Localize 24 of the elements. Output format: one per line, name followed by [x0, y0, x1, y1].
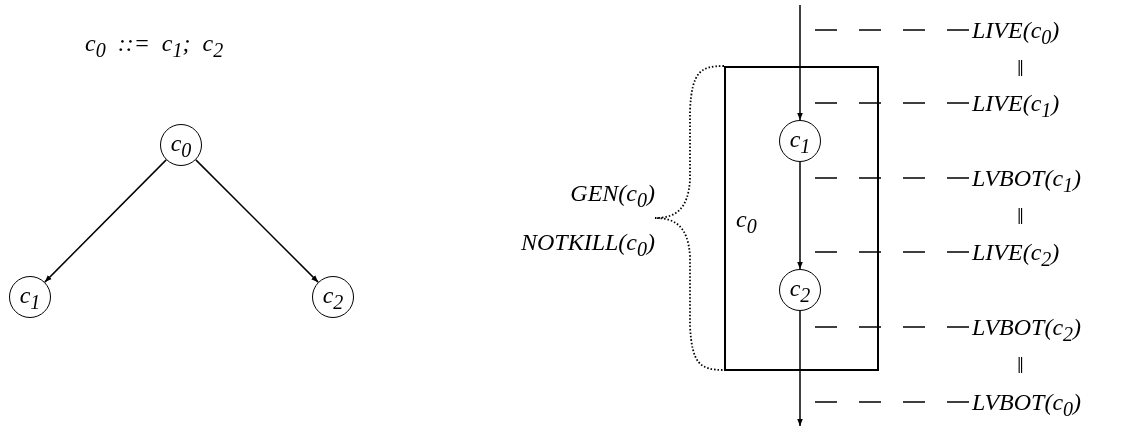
arrow [195, 159, 319, 283]
block-box [724, 66, 879, 371]
circle-node: c$_{1}$ [779, 120, 821, 162]
circle-node: c$_{0}$ [160, 124, 202, 166]
annotation-text: LVBOT(c$_{2}$) [972, 314, 1082, 340]
arrow [44, 159, 167, 283]
arrow [797, 4, 803, 121]
formula-text: c$_{0}$ ::= c$_{1}$; c$_{2}$ [85, 30, 224, 56]
annotation-text: GEN(c$_{0}$) [570, 180, 655, 206]
box-label: c$_{0}$ [736, 206, 757, 232]
annotation-text: NOTKILL(c$_{0}$) [520, 229, 655, 255]
circle-node: c$_{2}$ [779, 269, 821, 311]
equality-sign: ‖ [1017, 203, 1024, 229]
annotation-text: LIVE(c$_{1}$) [972, 90, 1060, 116]
circle-node: c$_{2}$ [312, 276, 354, 318]
annotation-text: LIVE(c$_{0}$) [972, 17, 1060, 43]
arrow [797, 310, 803, 427]
annotation-text: LVBOT(c$_{1}$) [972, 165, 1082, 191]
equality-sign: ‖ [1017, 352, 1024, 378]
arrow [797, 161, 803, 270]
circle-node: c$_{1}$ [9, 276, 51, 318]
annotation-text: LIVE(c$_{2}$) [972, 239, 1060, 265]
equality-sign: ‖ [1017, 55, 1024, 81]
annotation-text: LVBOT(c$_{0}$) [972, 389, 1082, 415]
